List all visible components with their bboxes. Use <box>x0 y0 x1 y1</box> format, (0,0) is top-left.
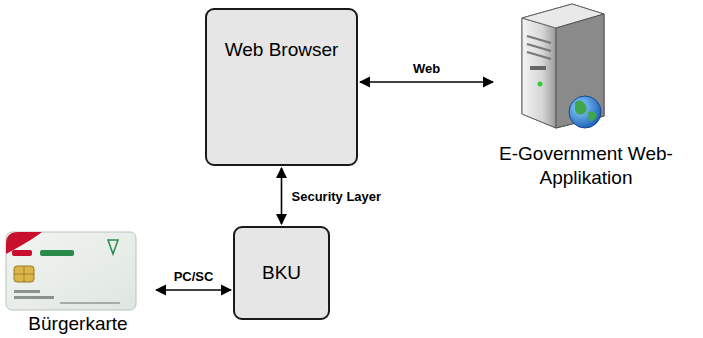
node-label: Web Browser <box>225 38 339 62</box>
node-label: E-Government Web-Applikation <box>495 142 677 190</box>
server-icon <box>522 4 604 128</box>
server-node: E-Government Web-Applikation <box>495 0 677 198</box>
node-label: BKU <box>262 261 301 285</box>
double-arrow <box>360 81 493 83</box>
node-label: Bürgerkarte <box>2 312 154 336</box>
double-arrow <box>156 289 231 291</box>
double-arrow <box>281 168 283 224</box>
smart-card <box>6 232 136 310</box>
connector-label: PC/SC <box>172 269 216 284</box>
connector-label: Security Layer <box>290 189 384 204</box>
browser-box: Web Browser <box>205 8 358 166</box>
connector-label: Web <box>411 61 442 76</box>
card-node: Bürgerkarte <box>2 230 154 338</box>
bku-box: BKU <box>233 226 330 320</box>
